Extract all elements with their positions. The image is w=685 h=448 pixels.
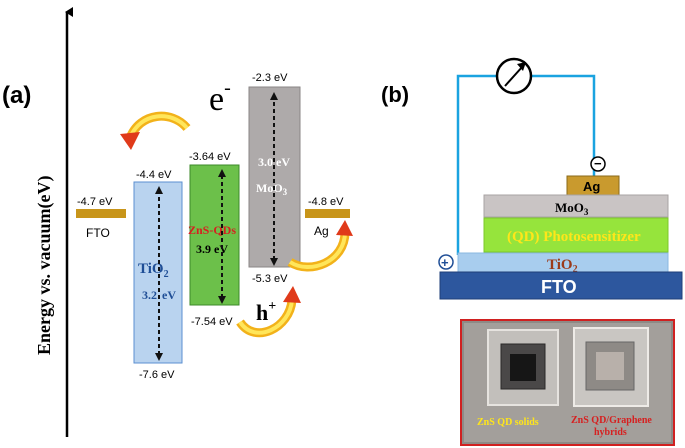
fto-layer — [439, 271, 683, 300]
moo3-vb-value: -5.3 eV — [252, 273, 288, 285]
moo3-layer — [483, 194, 669, 218]
tio2-label: TiO2 — [138, 261, 169, 280]
device-photo: ZnS QD solids ZnS QD/Graphene hybrids — [460, 319, 675, 446]
electron-label: e- — [209, 77, 231, 118]
photosensitizer-label: (QD) Photosensitizer — [507, 229, 641, 245]
photo-caption-right-line2: hybrids — [594, 427, 627, 438]
svg-text:−: − — [594, 156, 602, 171]
photosensitizer-layer — [483, 217, 669, 253]
negative-terminal-icon: − — [590, 156, 606, 172]
zns-qd-graphene-sample — [573, 327, 649, 407]
electron-transfer-arrow — [120, 111, 191, 150]
circuit-wire-left — [456, 74, 496, 255]
hole-transfer-arrow — [236, 286, 301, 338]
zns-band — [189, 164, 240, 306]
zns-qd-solid-sample — [487, 329, 559, 406]
circuit-wire-right — [532, 74, 596, 177]
panel-a-label: (a) — [2, 82, 31, 109]
zns-cb-value: -3.64 eV — [189, 151, 231, 163]
positive-terminal-icon: + — [438, 254, 454, 270]
zns-gap-value: 3.9 eV — [196, 242, 228, 256]
fto-layer-label: FTO — [541, 277, 577, 297]
fto-level-value: -4.7 eV — [77, 196, 113, 208]
photo-caption-left: ZnS QD solids — [477, 417, 539, 428]
tio2-layer-label: TiO2 — [547, 257, 578, 275]
energy-axis-label: Energy vs. vacuum(eV) — [34, 176, 55, 355]
moo3-cb-value: -2.3 eV — [252, 72, 288, 84]
tio2-gap-value: 3.2 — [142, 288, 157, 302]
tio2-gap-unit: eV — [162, 288, 176, 302]
ag-electrode-label: Ag — [583, 179, 600, 194]
moo3-label: MoO3 — [256, 181, 288, 197]
hole-label: h+ — [256, 299, 276, 325]
panel-b-label: (b) — [381, 82, 409, 107]
ag-label: Ag — [314, 224, 329, 238]
ammeter-icon — [495, 57, 533, 95]
zns-label: ZnS-QDs — [188, 223, 236, 237]
photo-caption-right-line1: ZnS QD/Graphene — [571, 415, 652, 426]
tio2-cb-value: -4.4 eV — [136, 169, 172, 181]
ag-hole-transfer-arrow — [287, 220, 353, 272]
ag-level-value: -4.8 eV — [308, 196, 344, 208]
ag-level-bar — [305, 209, 350, 218]
zns-vb-value: -7.54 eV — [191, 316, 233, 328]
fto-level-bar — [76, 209, 126, 218]
moo3-band — [248, 86, 301, 268]
svg-text:+: + — [441, 255, 449, 270]
moo3-layer-label: MoO3 — [555, 200, 589, 217]
tio2-vb-value: -7.6 eV — [139, 369, 175, 381]
fto-label: FTO — [86, 226, 110, 240]
